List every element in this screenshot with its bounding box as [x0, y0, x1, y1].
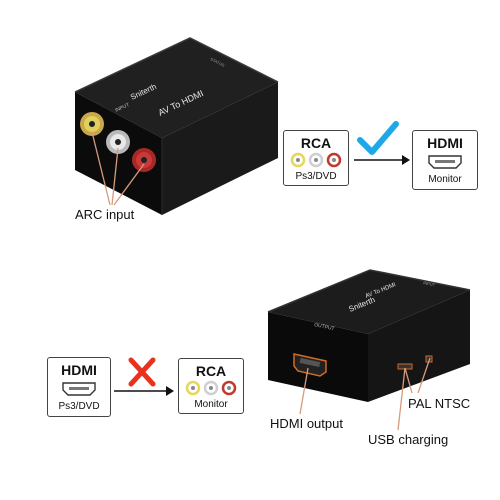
- diagram-top-source-box: RCA Ps3/DVD: [283, 130, 349, 186]
- cross-icon: [128, 357, 156, 387]
- diagram-bottom-source-box: HDMI Ps3/DVD: [47, 357, 111, 417]
- device-bottom-output-label: OUTPUT: [314, 322, 335, 332]
- diagram-bottom-target-box: RCA Monitor: [178, 358, 244, 414]
- arrow-right-icon: [354, 155, 410, 165]
- arrow-right-icon: [114, 386, 174, 396]
- diagram-top-target-box: HDMI Monitor: [412, 130, 478, 190]
- pal-ntsc-label: PAL NTSC: [408, 396, 471, 411]
- diagram-bottom-target-title: RCA: [195, 363, 227, 379]
- diagram-top-source-subtitle: Ps3/DVD: [295, 171, 337, 182]
- device-bottom-top-face: [268, 270, 470, 334]
- diagram-bottom-source-subtitle: Ps3/DVD: [58, 401, 100, 412]
- device-bottom-side-face: [368, 290, 470, 402]
- rca-jack-yellow: [80, 112, 104, 136]
- device-side-face: [162, 82, 278, 215]
- rca-plugs-icon: [290, 152, 342, 168]
- device-bottom-front-face: [268, 312, 368, 402]
- device-top-input-label: INPUT: [114, 102, 130, 114]
- check-icon: [357, 121, 399, 155]
- diagram-top-target-title: HDMI: [427, 135, 463, 151]
- arc-input-label: ARC input: [75, 207, 135, 222]
- hdmi-port-icon: [62, 382, 96, 396]
- diagram-top-source-title: RCA: [300, 135, 332, 151]
- device-bottom-photo: Sniterth AV To HDMI OUTPUT INPUT: [258, 262, 493, 412]
- rca-jack-white: [106, 130, 130, 154]
- rca-jack-red: [132, 148, 156, 172]
- device-top-status-label: STATUS: [210, 56, 226, 67]
- device-top-face: [75, 38, 278, 138]
- diagram-bottom-target-subtitle: Monitor: [194, 399, 228, 410]
- hdmi-port: [293, 353, 327, 377]
- hdmi-port-icon: [428, 155, 462, 169]
- hdmi-output-label: HDMI output: [270, 416, 343, 431]
- usb-charging-label: USB charging: [368, 432, 449, 447]
- device-top-photo: Sniterth AV To HDMI INPUT STATUS: [40, 20, 280, 220]
- device-bottom-input-label: INPUT: [423, 280, 436, 288]
- diagram-top-target-subtitle: Monitor: [428, 174, 462, 185]
- diagram-bottom-source-title: HDMI: [61, 362, 97, 378]
- rca-plugs-icon: [185, 380, 237, 396]
